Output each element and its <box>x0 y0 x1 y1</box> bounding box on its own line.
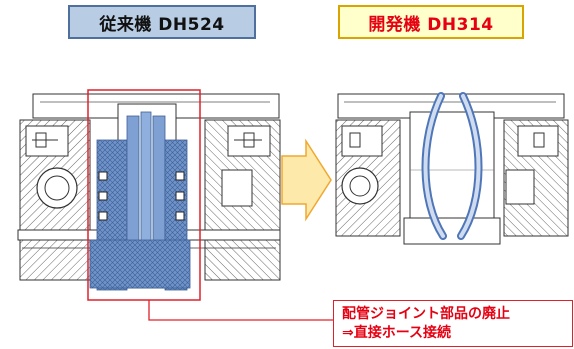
old-machine-label: 従来機 DH524 <box>68 5 256 39</box>
callout-line-1: 配管ジョイント部品の廃止 <box>342 306 510 322</box>
transition-arrow <box>281 138 332 222</box>
old-machine-drawing <box>17 89 281 301</box>
callout-box: 配管ジョイント部品の廃止 ⇒直接ホース接続 <box>333 300 573 347</box>
highlight-box <box>87 89 201 301</box>
old-machine-label-text: 従来機 DH524 <box>99 14 225 35</box>
piping-joint-base <box>89 239 191 289</box>
new-machine-label-text: 開発機 DH314 <box>368 14 494 35</box>
callout-line-2: ⇒直接ホース接続 <box>342 325 452 341</box>
callout-leader-line <box>148 300 333 321</box>
new-machine-drawing <box>335 92 569 245</box>
new-machine-label: 開発機 DH314 <box>338 5 524 39</box>
